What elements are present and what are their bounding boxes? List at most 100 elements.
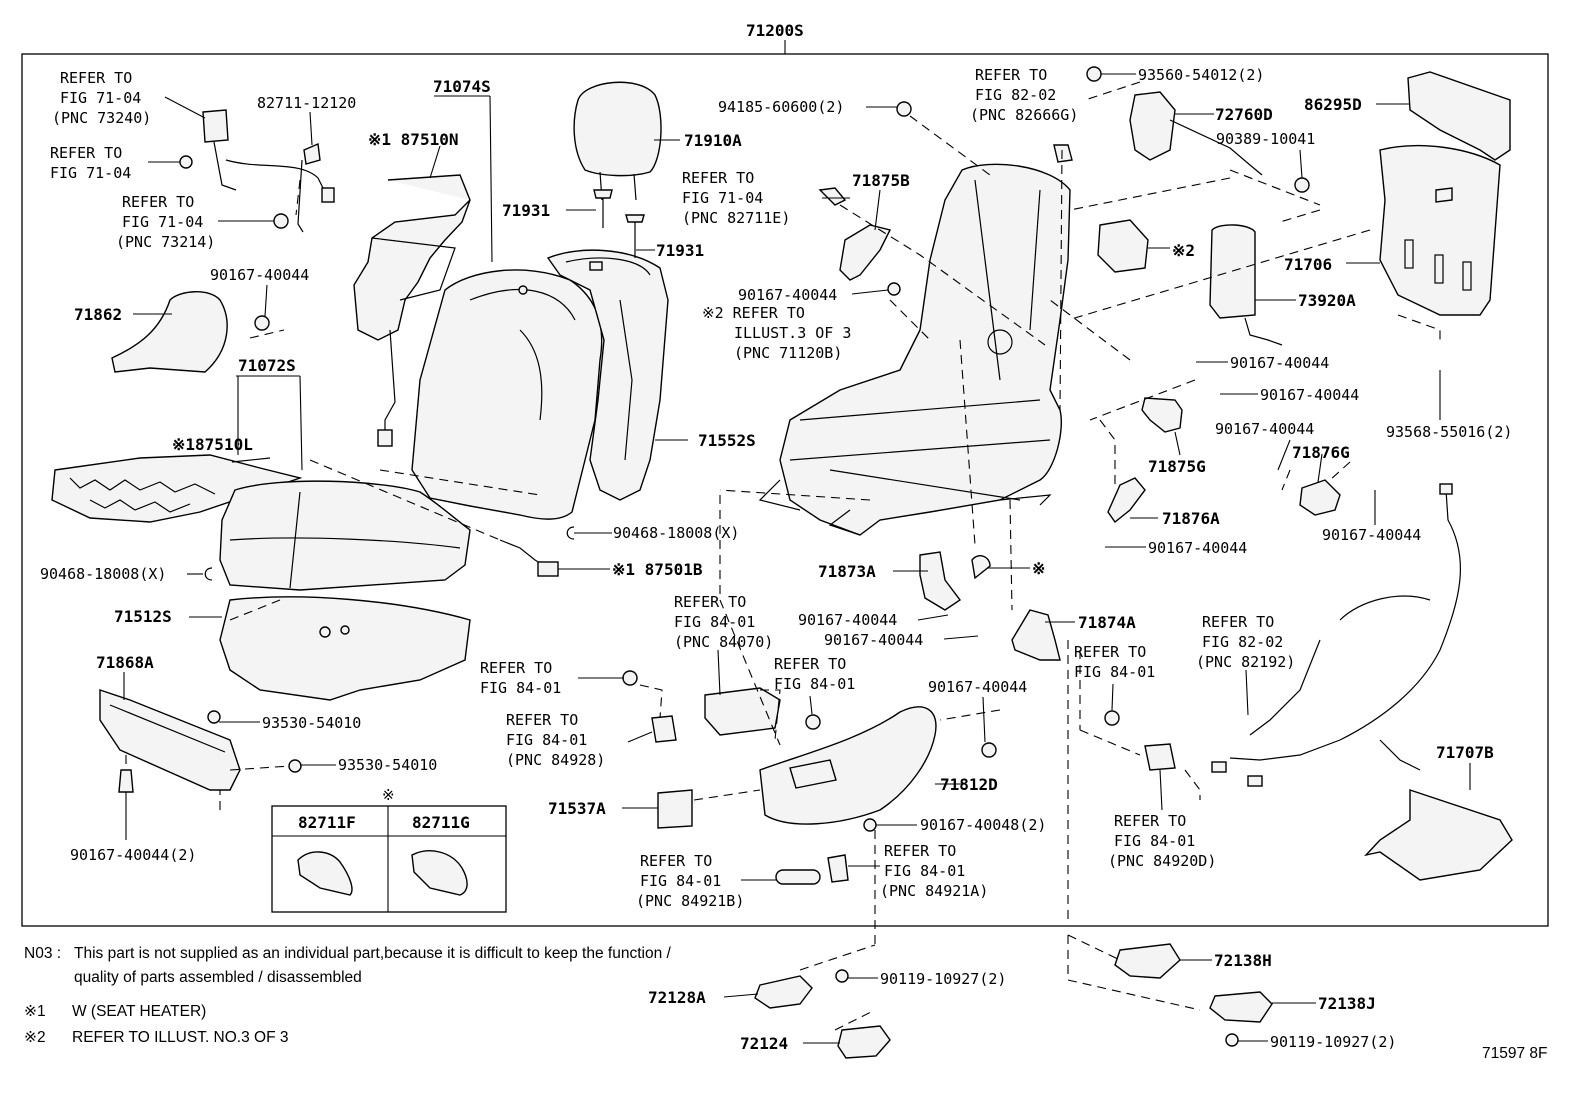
part-label-71552S: 71552S [698, 431, 756, 450]
bracket-71873A-drawing [919, 551, 962, 611]
part-drawings [51, 66, 1513, 1059]
screw-drawing [805, 714, 821, 730]
airbag-73920A-drawing [1209, 224, 1283, 346]
part-label-71072S: 71072S [238, 356, 296, 375]
shield-71875B-drawing [839, 224, 892, 281]
refer-blocks: REFER TO FIG 71-04 (PNC 73240) REFER TO … [50, 66, 1295, 910]
clip-82711E-drawing [818, 187, 847, 206]
part-labels: 71074S ※1 87510N 71910A 71931 71931 8271… [40, 66, 1512, 1053]
part-label-71876G: 71876G [1292, 443, 1350, 462]
note-mark1: ※1 [24, 1003, 46, 1020]
part-label-90167-40044-h: 90167-40044 [798, 611, 897, 629]
grommet-94185-drawing [896, 101, 912, 117]
lumbar-drawing [1097, 219, 1149, 273]
refer-fig84-01-c: REFER TO FIG 84-01 [1074, 643, 1155, 681]
part-label-90468-18008-left: 90468-18008(X) [40, 565, 166, 583]
refer-illust3-71120B: ※2 REFER TO ILLUST.3 OF 3 (PNC 71120B) [702, 304, 860, 362]
shield-71875G-drawing [1141, 397, 1183, 433]
part-label-90167-40044-i: 90167-40044 [824, 631, 923, 649]
part-label-87501B: ※1 87501B [612, 560, 703, 579]
mark-label: ※ [1032, 559, 1045, 578]
screw-drawing [835, 969, 849, 983]
board-86295D-drawing [1407, 71, 1511, 161]
part-label-71910A: 71910A [684, 131, 742, 150]
part-label-90167-40044-d: 90167-40044 [1260, 386, 1359, 404]
part-label-71875G: 71875G [1148, 457, 1206, 476]
refer-fig84-01-84921A: REFER TO FIG 84-01 (PNC 84921A) [880, 842, 988, 900]
cushion-cover-drawing [219, 480, 471, 591]
diagram-frame: 71200S [21, 21, 1549, 927]
part-label-71512S: 71512S [114, 607, 172, 626]
part-label-90167-40044-j: 90167-40044 [928, 678, 1027, 696]
side-shield-71812D-drawing [759, 706, 997, 832]
refer-fig71-04-73214: REFER TO FIG 71-04 (PNC 73214) [116, 193, 215, 251]
connector-84920D-drawing [1144, 743, 1176, 771]
note-mark2-text: REFER TO ILLUST. NO.3 OF 3 [72, 1029, 289, 1046]
screw-drawing [622, 670, 638, 686]
refer-fig84-01-a: REFER TO FIG 84-01 [480, 659, 561, 697]
headrest-guide-drawing [593, 189, 645, 258]
front-trim-drawing [99, 689, 302, 793]
part-label-71875B: 71875B [852, 171, 910, 190]
part-label-87510L: ※187510L [172, 435, 253, 454]
refer-fig71-04-73240: REFER TO FIG 71-04 (PNC 73240) [52, 69, 151, 127]
notes: N03 : This part is not supplied as an in… [24, 945, 1548, 1062]
part-label-72138J: 72138J [1318, 994, 1376, 1013]
cushion-pad-drawing [219, 596, 471, 701]
screw-drawing [1104, 710, 1120, 726]
refer-fig82-02-82192: REFER TO FIG 82-02 (PNC 82192) [1196, 613, 1295, 671]
refer-fig84-01-84928: REFER TO FIG 84-01 (PNC 84928) [506, 711, 605, 769]
box-mark: ※ [382, 786, 395, 804]
part-label-71074S: 71074S [433, 77, 491, 96]
part-label-71931-lower: 71931 [656, 241, 704, 260]
cover-71876G-drawing [1299, 479, 1341, 516]
part-label-71862: 71862 [74, 305, 122, 324]
knob-84921B-drawing [775, 869, 821, 885]
part-label-90167-40044-e: 90167-40044 [1215, 420, 1314, 438]
bracket-71874A-drawing [1011, 609, 1061, 661]
note-n03-line2: quality of parts assembled / disassemble… [74, 969, 362, 986]
clip-right-drawing [566, 526, 575, 540]
screw-drawing [1225, 1033, 1239, 1047]
part-label-71812D: 71812D [940, 775, 998, 794]
seatback-cover-drawing [411, 269, 603, 520]
part-label-72760D: 72760D [1215, 105, 1273, 124]
clip-mark-drawing [971, 555, 991, 580]
refer-fig82-02-82666G: REFER TO FIG 82-02 (PNC 82666G) [970, 66, 1078, 124]
clip-detail-box [271, 805, 507, 913]
part-label-82711F: 82711F [298, 813, 356, 832]
connector-84928-drawing [651, 715, 677, 743]
part-label-90167-40044-b: 90167-40044 [738, 286, 837, 304]
part-label-90167-40044-g: 90167-40044 [1322, 526, 1421, 544]
figure-id: 71597 8F [1482, 1045, 1548, 1062]
part-label-71873A: 71873A [818, 562, 876, 581]
part-label-71876A: 71876A [1162, 509, 1220, 528]
note-mark2: ※2 [24, 1029, 46, 1046]
note-mark1-text: W (SEAT HEATER) [72, 1003, 206, 1020]
board-71706-drawing [1379, 144, 1501, 316]
part-label-82711-12120: 82711-12120 [257, 94, 356, 112]
heater-connector-drawing [499, 539, 559, 577]
part-label-90167-40044-f: 90167-40044 [1148, 539, 1247, 557]
part-label-93530-54010-upper: 93530-54010 [262, 714, 361, 732]
knob-84921A-drawing [827, 854, 849, 883]
switch-84070-drawing [704, 687, 781, 736]
part-label-72138H: 72138H [1214, 951, 1272, 970]
part-label-90167-40044-c: 90167-40044 [1230, 354, 1329, 372]
part-label-86295D: 86295D [1304, 95, 1362, 114]
part-label-93530-54010-lower: 93530-54010 [338, 756, 437, 774]
connector-82666G-drawing [1053, 144, 1073, 163]
cover-72138H-drawing [1114, 943, 1181, 979]
part-label-93568-55016: 93568-55016(2) [1386, 423, 1512, 441]
part-label-71874A: 71874A [1078, 613, 1136, 632]
part-label-71706: 71706 [1284, 255, 1332, 274]
part-label-90119-10927-a: 90119-10927(2) [880, 970, 1006, 988]
part-label-71707B: 71707B [1436, 743, 1494, 762]
part-label-73920A: 73920A [1298, 291, 1356, 310]
part-label-93560-54012: 93560-54012(2) [1138, 66, 1264, 84]
part-label-90167-40048: 90167-40048(2) [920, 816, 1046, 834]
seatbelt-buckle-drawing [179, 109, 335, 233]
part-label-90389-10041: 90389-10041 [1216, 130, 1315, 148]
note-n03-line1: This part is not supplied as an individu… [74, 945, 672, 962]
